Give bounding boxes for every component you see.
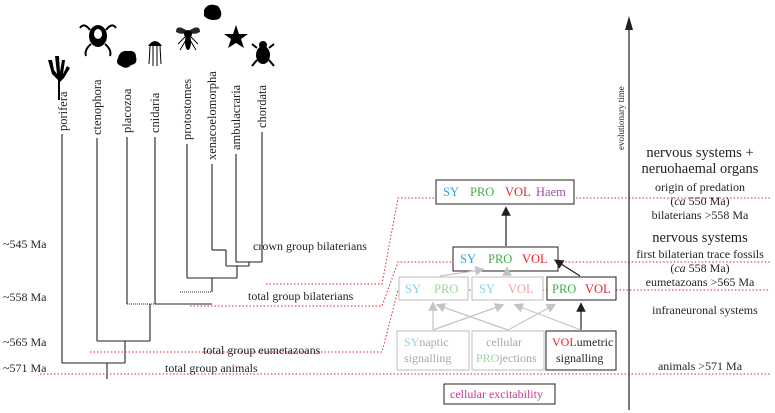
svg-text:VOL: VOL [508,282,534,296]
time-gridlines [40,197,770,375]
svg-text:animals >571 Ma: animals >571 Ma [658,359,743,373]
svg-text:VOL: VOL [505,185,531,199]
axis-label: evolutionary time [616,86,626,150]
svg-text:nervous systems: nervous systems [652,230,748,246]
svg-text:bilaterians >558 Ma: bilaterians >558 Ma [652,208,749,222]
clade-label-crown-bilaterians: crown group bilaterians [253,239,367,253]
svg-text:signalling: signalling [404,351,451,365]
svg-text:PRO: PRO [434,282,458,296]
time-label-565: ~565 Ma [3,335,47,349]
svg-text:PRO: PRO [488,252,512,266]
svg-text:eumetazoans >565 Ma: eumetazoans >565 Ma [646,275,755,289]
svg-text:Haem: Haem [536,185,566,199]
taxon-labels: porifera ctenophora placozoa cnidaria pr… [56,71,269,160]
clade-label-total-eumetazoans: total group eumetazoans [203,343,321,357]
taxon-ambulacraria: ambulacraria [229,84,243,150]
phylogenetic-tree [61,132,263,379]
svg-text:SY: SY [460,252,476,266]
svg-text:nervous systems +: nervous systems + [646,145,753,161]
time-label-558: ~558 Ma [3,290,47,304]
box-sy-vol: SY VOL [471,276,544,301]
box-cellular-excitability: cellular excitability [443,383,556,405]
box-sy-pro: SY PRO [398,276,469,301]
svg-text:SY: SY [479,282,495,296]
protostomes-silhouette-icon [176,27,200,51]
clade-label-total-bilaterians: total group bilaterians [248,289,354,303]
svg-text:(ca 558 Ma): (ca 558 Ma) [670,261,729,275]
svg-text:infraneuronal systems: infraneuronal systems [652,303,758,317]
box-synaptic-signalling: SYnaptic signalling [396,330,470,371]
svg-text:SY: SY [443,185,459,199]
time-label-571: ~571 Ma [3,361,47,375]
svg-text:VOL: VOL [522,252,548,266]
right-notes: nervous systems + neruohaemal organs ori… [636,145,764,373]
taxon-chordata: chordata [255,85,269,128]
taxon-protostomes: protostomes [180,79,194,140]
box-cellular-projections: cellular PROjections [471,330,545,371]
svg-text:PROjections: PROjections [476,351,537,365]
taxon-placozoa: placozoa [120,88,134,133]
evolutionary-time-axis: evolutionary time [616,16,633,410]
svg-text:origin of predation: origin of predation [655,180,745,194]
svg-text:SY: SY [405,282,421,296]
clade-labels: crown group bilaterians total group bila… [165,239,367,375]
box-top: SY PRO VOL Haem [435,179,575,205]
box-volumetric-signalling: VOLumetric signalling [545,330,617,371]
taxon-ctenophora: ctenophora [90,79,104,135]
time-label-545: ~545 Ma [3,237,47,251]
time-labels: ~545 Ma ~558 Ma ~565 Ma ~571 Ma [3,237,47,375]
clade-label-total-animals: total group animals [165,361,258,375]
svg-text:(ca 550 Ma): (ca 550 Ma) [670,194,729,208]
svg-text:VOL: VOL [585,282,611,296]
box-mid: SY PRO VOL [452,246,559,272]
svg-text:PRO: PRO [552,282,576,296]
svg-text:PRO: PRO [470,185,494,199]
svg-text:cellular excitability: cellular excitability [450,387,543,401]
arrows [428,206,586,331]
svg-text:first bilaterian trace fossils: first bilaterian trace fossils [636,247,764,261]
placozoa-silhouette-icon [117,50,137,68]
svg-text:cellular: cellular [486,335,522,349]
taxon-cnidaria: cnidaria [148,92,162,133]
svg-text:VOLumetric: VOLumetric [552,335,613,349]
svg-text:SYnaptic: SYnaptic [404,335,449,349]
taxon-xenacoelomorpha: xenacoelomorpha [205,71,219,160]
ambulacraria-silhouette-icon [224,25,248,48]
svg-text:signalling: signalling [556,351,603,365]
svg-text:neruohaemal organs: neruohaemal organs [642,161,759,177]
cnidaria-silhouette-icon [148,41,162,66]
xenacoelomorpha-silhouette-icon [204,4,222,21]
porifera-silhouette-icon [48,56,70,100]
chordata-silhouette-icon [251,41,275,67]
taxon-porifera: porifera [56,91,70,131]
ctenophora-silhouette-icon [79,24,117,57]
box-pro-vol: PRO VOL [546,276,617,301]
